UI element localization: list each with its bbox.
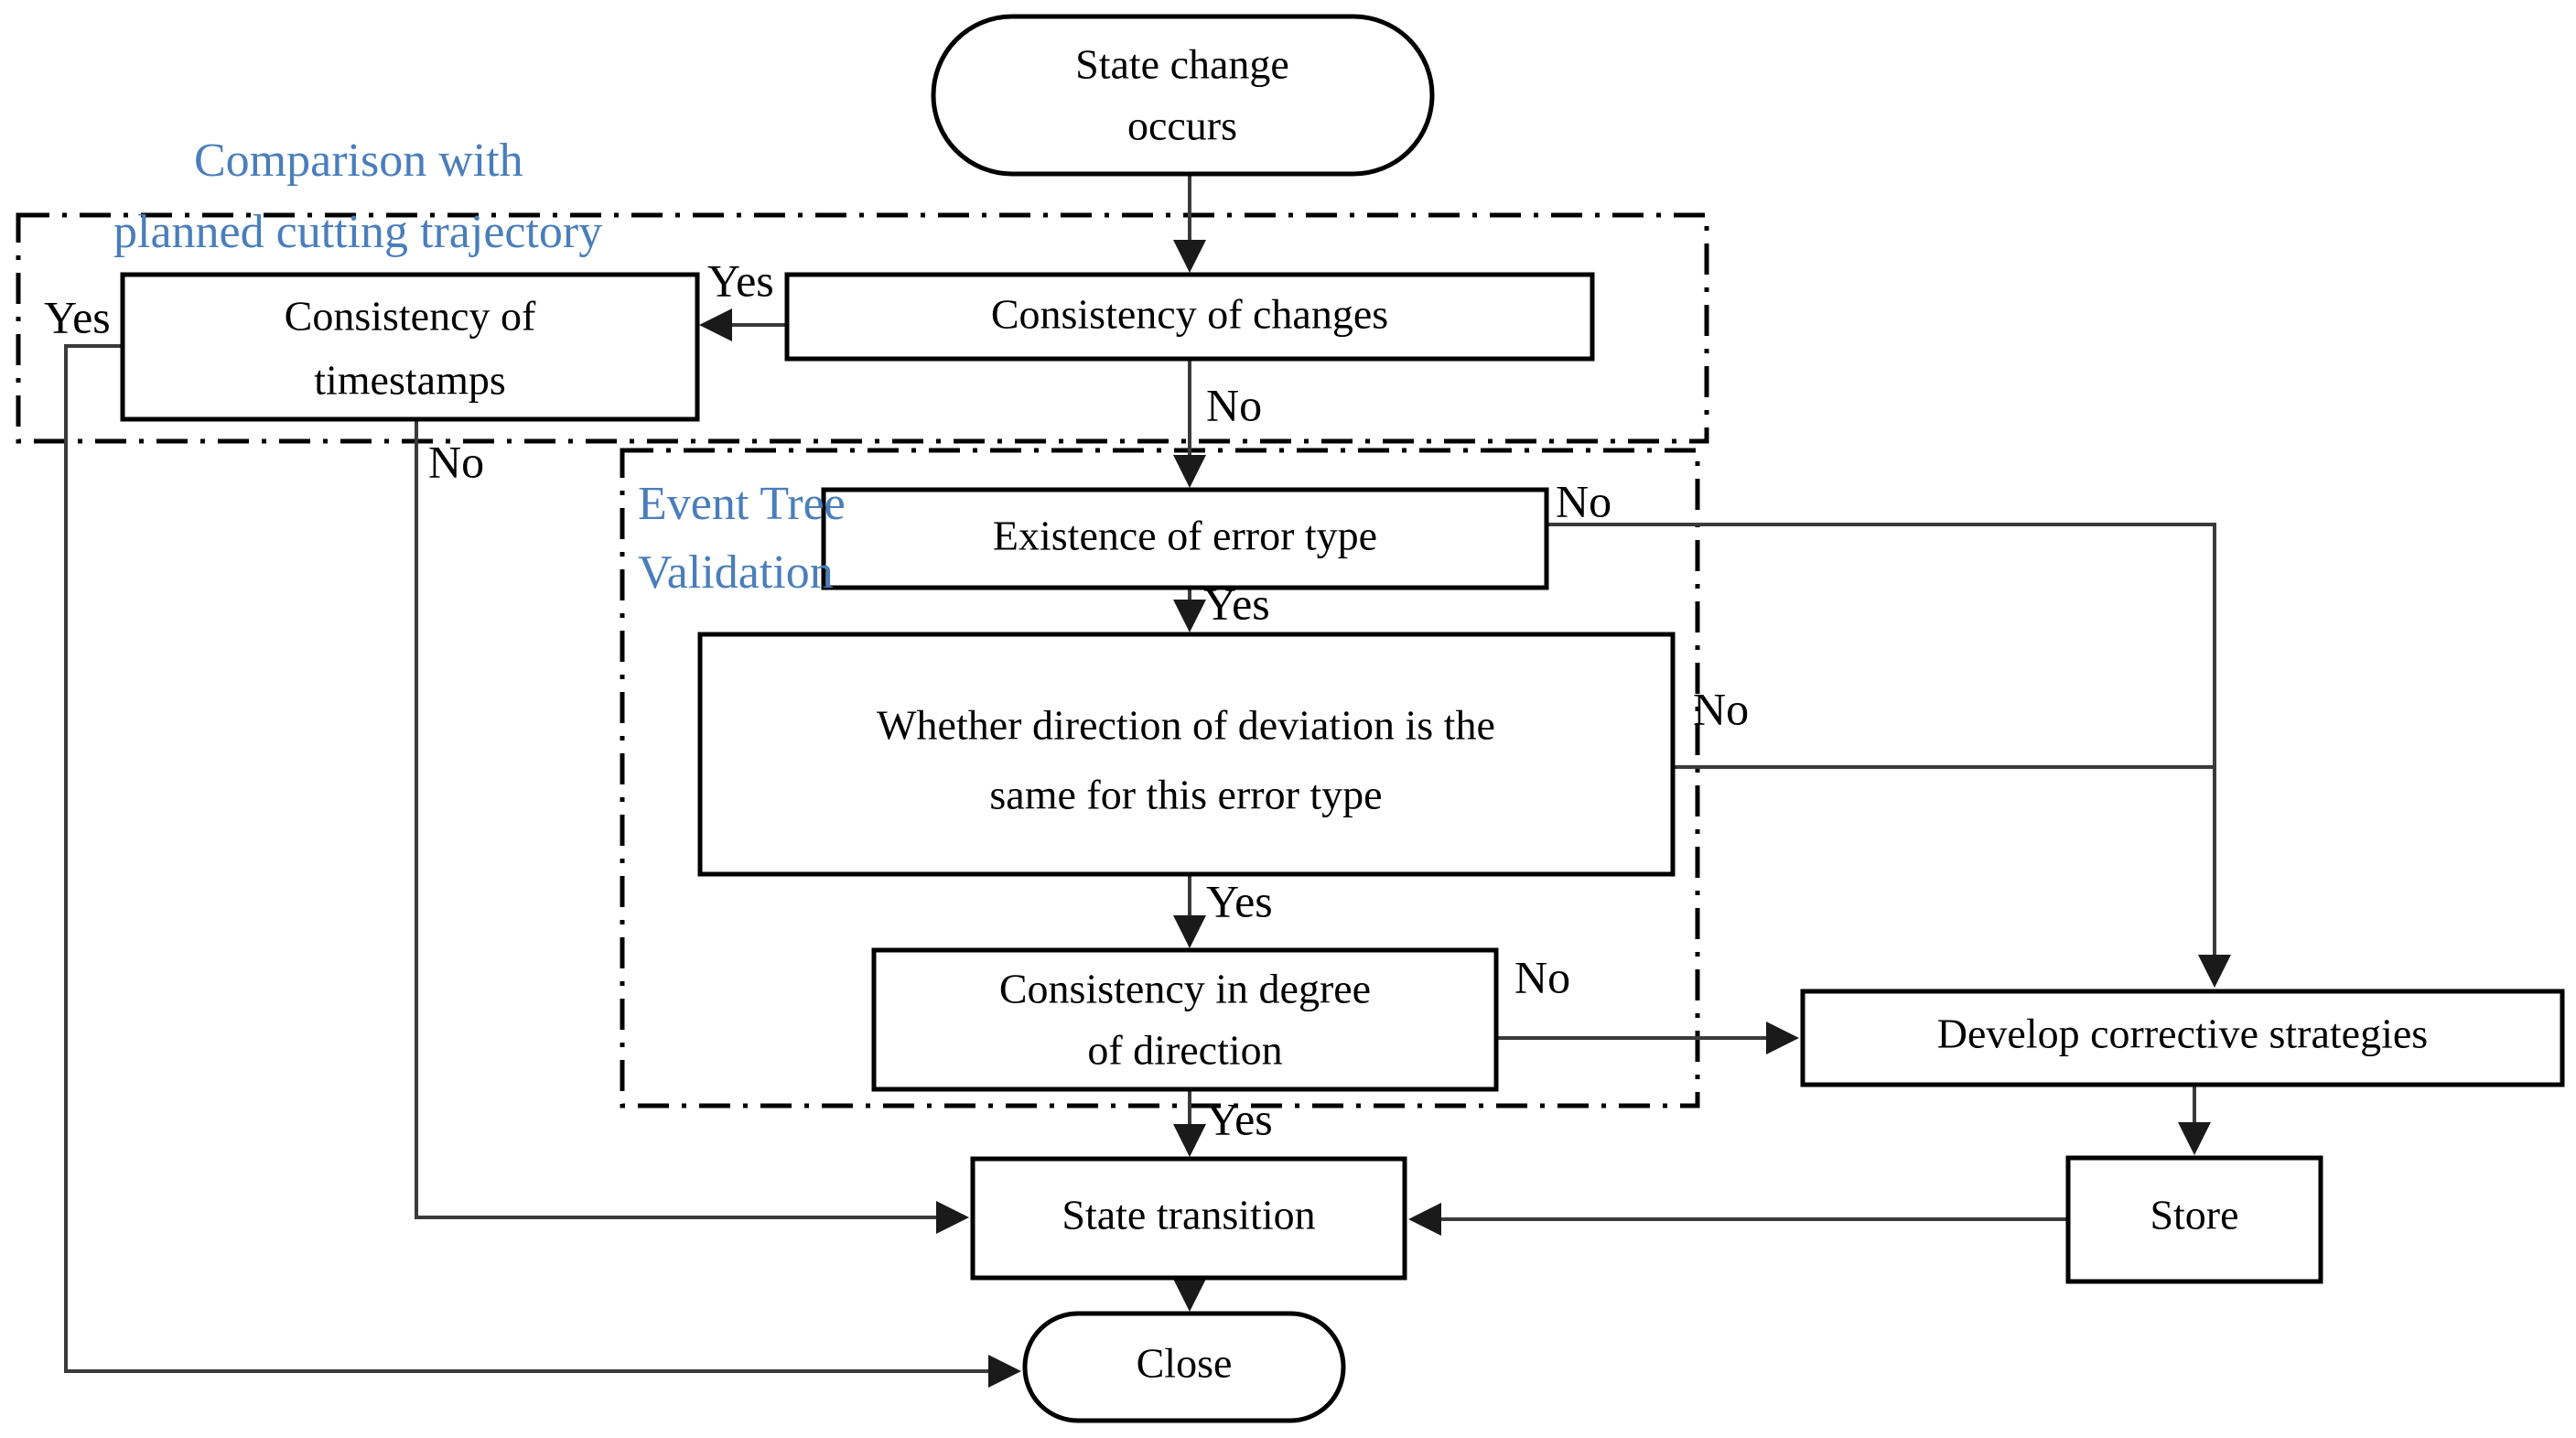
node-consistency-in-degree-of-direction[interactable] bbox=[871, 947, 1499, 1092]
node-store[interactable] bbox=[2065, 1155, 2323, 1284]
node-consistency-of-timestamps-line1: Consistency of bbox=[285, 293, 536, 340]
edge-label-timestamps-no: No bbox=[428, 436, 484, 487]
edge-label-timestamps-yes: Yes bbox=[44, 291, 111, 342]
edge-timestamps-yes-to-close bbox=[64, 344, 1021, 1388]
edge-label-changes-yes: Yes bbox=[707, 254, 774, 306]
node-consistency-of-changes[interactable] bbox=[784, 272, 1595, 362]
node-existence-of-error-type[interactable] bbox=[821, 487, 1549, 590]
edge-label-degree-yes: Yes bbox=[1206, 1093, 1273, 1144]
node-develop-corrective-strategies[interactable] bbox=[1800, 989, 2565, 1087]
node-close[interactable] bbox=[1022, 1311, 1346, 1423]
edge-error-type-no-to-develop bbox=[1547, 523, 2231, 988]
node-whether-direction-of-deviation-line2: same for this error type bbox=[989, 772, 1382, 818]
group-label-event-tree-line1: Event Tree bbox=[638, 478, 846, 530]
group-box-comparison bbox=[16, 212, 1709, 444]
edge-label-error-type-yes: Yes bbox=[1203, 578, 1270, 629]
node-state-change-occurs[interactable] bbox=[931, 14, 1435, 177]
edge-label-deviation-yes: Yes bbox=[1206, 875, 1273, 926]
node-consistency-of-timestamps-line2: timestamps bbox=[314, 357, 506, 404]
node-whether-direction-of-deviation-line1: Whether direction of deviation is the bbox=[877, 702, 1495, 749]
node-consistency-in-degree-of-direction-line1: Consistency in degree bbox=[999, 966, 1371, 1012]
node-close-line1: Close bbox=[1137, 1340, 1233, 1387]
group-box-event-tree bbox=[620, 448, 1700, 1108]
group-label-comparison-line2: planned cutting trajectory bbox=[113, 206, 602, 258]
edge-label-error-type-no: No bbox=[1556, 475, 1611, 526]
edge-timestamps-no-to-state-transition bbox=[415, 419, 969, 1234]
node-existence-of-error-type-line1: Existence of error type bbox=[993, 513, 1377, 559]
edge-label-deviation-no: No bbox=[1693, 683, 1749, 734]
node-store-line1: Store bbox=[2150, 1192, 2238, 1238]
edge-label-degree-no: No bbox=[1514, 951, 1570, 1002]
group-label-comparison-line1: Comparison with bbox=[194, 135, 523, 187]
node-consistency-of-timestamps[interactable] bbox=[120, 272, 700, 422]
node-whether-direction-of-deviation[interactable] bbox=[697, 632, 1676, 877]
node-develop-corrective-strategies-line1: Develop corrective strategies bbox=[1937, 1011, 2428, 1057]
node-consistency-in-degree-of-direction-line2: of direction bbox=[1087, 1027, 1282, 1074]
node-state-transition-line1: State transition bbox=[1062, 1192, 1315, 1238]
node-state-transition[interactable] bbox=[970, 1156, 1407, 1281]
node-consistency-of-changes-line1: Consistency of changes bbox=[991, 291, 1388, 338]
group-label-event-tree-line2: Validation bbox=[638, 546, 834, 599]
node-state-change-occurs-line1: State change bbox=[1075, 41, 1289, 88]
node-state-change-occurs-line2: occurs bbox=[1127, 103, 1237, 149]
edge-label-changes-no: No bbox=[1206, 379, 1262, 430]
